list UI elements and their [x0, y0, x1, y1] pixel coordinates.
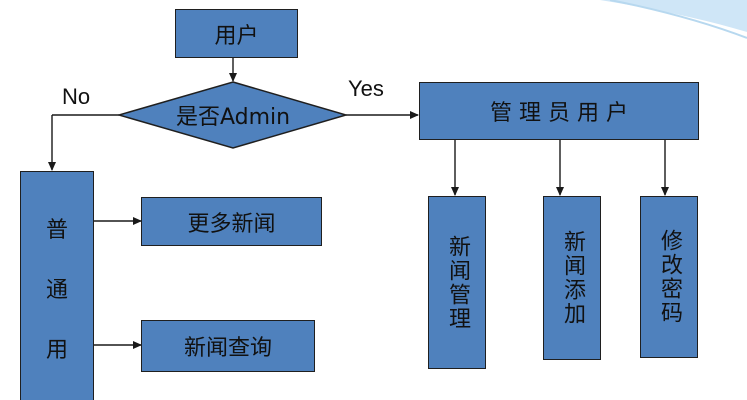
node-news-add-label: 新闻添加 — [560, 230, 585, 326]
corner-accent-line — [609, 0, 747, 39]
node-admin-user-label: 管 理 员 用 户 — [490, 101, 628, 126]
node-regular-user-label: 普 通 用 — [45, 218, 68, 363]
node-change-password: 修改密码 — [640, 196, 698, 358]
node-user: 用户 — [175, 9, 298, 58]
node-change-password-label: 修改密码 — [657, 229, 682, 325]
corner-accent — [600, 0, 747, 32]
decision-text: 是否Admin — [175, 105, 291, 130]
node-more-news: 更多新闻 — [141, 197, 322, 246]
node-admin-user: 管 理 员 用 户 — [419, 82, 699, 140]
node-news-search-label: 新闻查询 — [183, 336, 272, 361]
node-regular-user: 普 通 用 — [20, 171, 94, 400]
node-news-search: 新闻查询 — [141, 320, 315, 372]
edge-label-yes: Yes — [348, 76, 384, 101]
node-user-label: 用户 — [214, 23, 259, 49]
node-news-manage: 新闻管理 — [428, 196, 486, 369]
node-news-manage-label: 新闻管理 — [445, 234, 470, 331]
node-more-news-label: 更多新闻 — [187, 211, 276, 237]
decision-diamond — [116, 81, 349, 149]
node-decision-label: 是否Admin — [119, 99, 347, 131]
edge-label-no: No — [62, 84, 91, 109]
node-news-add: 新闻添加 — [543, 196, 601, 360]
